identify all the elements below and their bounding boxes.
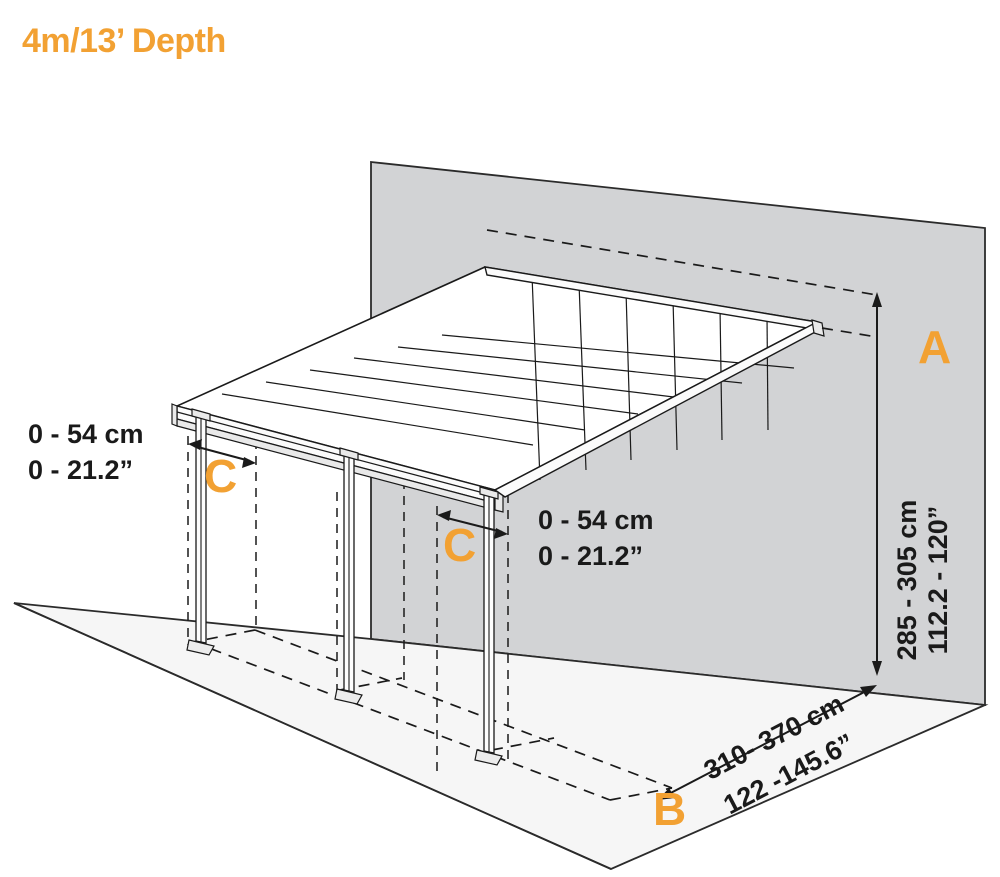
dimension-a-group: [486, 229, 882, 676]
dimension-a-imperial-wrap: 112.2 - 120”: [923, 506, 953, 655]
dimension-c-left-arrowhead-left: [188, 439, 202, 450]
dimension-a-metric: 285 - 305 cm: [892, 500, 922, 661]
dimension-b-arrowhead-right: [860, 685, 877, 697]
roof-rib-lines: [221, 334, 795, 446]
dimension-b-arrowhead-left: [658, 788, 675, 800]
gutter-end-cap-left: [171, 403, 178, 427]
dimension-c-right-arrow-line: [442, 516, 503, 533]
dimension-a-arrowhead-bottom: [872, 661, 882, 676]
dimension-b-arrow-line: [662, 687, 873, 798]
dimension-c-right-letter: C: [443, 519, 476, 571]
roof-corner-bracket-right: [811, 319, 825, 337]
dimension-c-right-arrowhead-right: [494, 528, 508, 539]
support-post-1: [186, 408, 215, 656]
dimension-c-right-arrowhead-left: [437, 510, 451, 521]
dimension-b-letter: B: [653, 783, 686, 835]
support-post-2: [334, 447, 363, 705]
dimension-c-left-group: [188, 439, 256, 468]
ground-front-edge: [13, 602, 612, 870]
support-post-3: [474, 486, 503, 766]
dimension-c-right-imperial: 0 - 21.2”: [538, 541, 643, 571]
dimension-a-arrowhead-top: [872, 292, 882, 307]
post-projection-lines: [187, 424, 509, 772]
dimension-b-group: [658, 685, 877, 800]
dimension-a-imperial: 112.2 - 120”: [923, 506, 953, 655]
dimension-c-left-metric: 0 - 54 cm: [28, 419, 144, 449]
dimension-c-left-imperial: 0 - 21.2”: [28, 455, 133, 485]
dimension-c-left-arrowhead-right: [242, 457, 256, 468]
dimension-a-letter: A: [918, 321, 951, 373]
dimension-c-right-group: [437, 510, 508, 539]
dimension-a-metric-wrap: 285 - 305 cm: [892, 500, 922, 661]
dimension-c-left-letter: C: [204, 450, 237, 502]
dimension-c-left-arrow-line: [193, 445, 251, 462]
page-title: 4m/13’ Depth: [22, 22, 226, 60]
dimension-c-right-metric: 0 - 54 cm: [538, 505, 654, 535]
